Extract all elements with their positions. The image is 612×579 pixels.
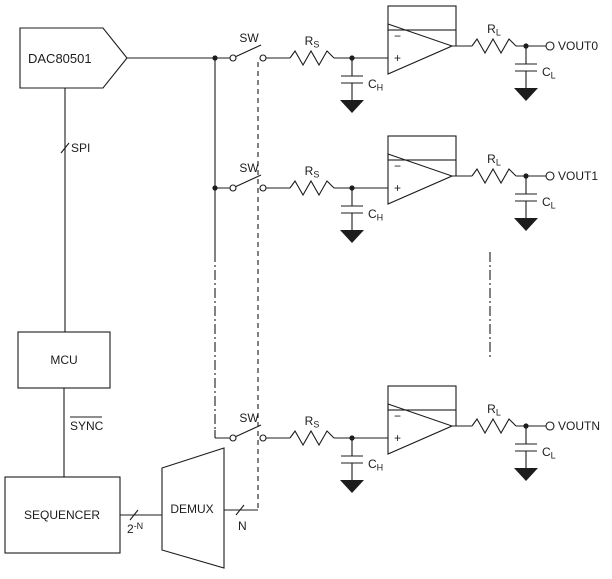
rs-label-base: R (305, 414, 314, 428)
dac-label: DAC80501 (28, 51, 92, 66)
rl-resistor-icon (471, 168, 517, 184)
diagram-root: DAC80501 SPI MCU SYNC SEQUENCER (4, 5, 600, 569)
ch-label-base: C (368, 207, 377, 221)
cl-capacitor-icon (513, 175, 539, 232)
rl-label-sub: L (496, 408, 501, 418)
vout-terminal (545, 41, 555, 51)
cl-label: CL (542, 195, 556, 211)
rs-resistor-icon (289, 180, 335, 196)
rs-label-sub: S (313, 420, 319, 430)
channel-wires (215, 45, 546, 59)
channel-1: SW RS CH RL CL VOUT1 (215, 135, 598, 244)
cl-label-sub: L (551, 201, 556, 211)
rs-label-base: R (305, 34, 314, 48)
demux-outline (161, 447, 225, 569)
vout-label: VOUTN (558, 419, 600, 433)
ch-capacitor-icon (339, 187, 365, 244)
bus-label-base: 2 (127, 522, 134, 536)
cl-label-sub: L (551, 71, 556, 81)
cl-label-sub: L (551, 451, 556, 461)
ch-label: CH (368, 457, 383, 473)
rs-label: RS (305, 34, 320, 50)
sw-switch-icon (229, 174, 267, 192)
ch-label-sub: H (377, 213, 384, 223)
channel-0: SW RS CH RL CL VOUT0 (215, 5, 598, 114)
cl-label-base: C (542, 445, 551, 459)
rs-label-sub: S (313, 40, 319, 50)
cl-capacitor-icon (513, 45, 539, 102)
channel-wires (215, 425, 546, 439)
mcu-block: MCU (17, 331, 111, 389)
rs-resistor-icon (289, 50, 335, 66)
sync-label: SYNC (70, 419, 104, 433)
ch-capacitor-icon (339, 57, 365, 114)
ch-label-base: C (368, 77, 377, 91)
dac-block: DAC80501 (19, 27, 128, 89)
rl-label-sub: L (496, 158, 501, 168)
rs-label: RS (305, 414, 320, 430)
rs-label-sub: S (313, 170, 319, 180)
ch-capacitor-icon (339, 437, 365, 494)
ch-label: CH (368, 207, 383, 223)
rl-label: RL (487, 152, 501, 168)
rl-resistor-icon (471, 418, 517, 434)
demux-label: DEMUX (170, 502, 213, 516)
rs-label: RS (305, 164, 320, 180)
vout-label: VOUT0 (558, 39, 598, 53)
opamp-buffer-icon (387, 135, 457, 205)
demux-output-bus-label: N (238, 519, 247, 533)
opamp-buffer-icon (387, 385, 457, 455)
rl-label-base: R (487, 402, 496, 416)
spi-label: SPI (71, 141, 90, 155)
sw-label: SW (239, 411, 259, 425)
sw-switch-icon (229, 424, 267, 442)
vout-terminal (545, 421, 555, 431)
sequencer-demux-bus-label: 2-N (127, 521, 143, 536)
channel-wires (215, 175, 546, 189)
ch-label-sub: H (377, 463, 384, 473)
sw-label: SW (239, 161, 259, 175)
rs-label-base: R (305, 164, 314, 178)
dac-outline (19, 27, 128, 89)
sw-label: SW (239, 31, 259, 45)
cl-label: CL (542, 445, 556, 461)
rs-resistor-icon (289, 430, 335, 446)
vout-label: VOUT1 (558, 169, 598, 183)
rl-resistor-icon (471, 38, 517, 54)
channel-n: SW RS CH RL CL VOUTN (215, 385, 600, 494)
cl-capacitor-icon (513, 425, 539, 482)
rl-label: RL (487, 402, 501, 418)
ch-label: CH (368, 77, 383, 93)
ch-label-base: C (368, 457, 377, 471)
ch-label-sub: H (377, 83, 384, 93)
opamp-buffer-icon (387, 5, 457, 75)
sw-switch-icon (229, 44, 267, 62)
vout-terminal (545, 171, 555, 181)
rl-label-base: R (487, 22, 496, 36)
cl-label: CL (542, 65, 556, 81)
bus-label-sup: -N (134, 521, 144, 531)
rl-label: RL (487, 22, 501, 38)
rl-label-base: R (487, 152, 496, 166)
mcu-label: MCU (50, 353, 77, 367)
cl-label-base: C (542, 195, 551, 209)
sequencer-block: SEQUENCER (4, 476, 121, 554)
cl-label-base: C (542, 65, 551, 79)
rl-label-sub: L (496, 28, 501, 38)
demux-block: DEMUX (161, 447, 225, 569)
sequencer-label: SEQUENCER (24, 508, 100, 522)
